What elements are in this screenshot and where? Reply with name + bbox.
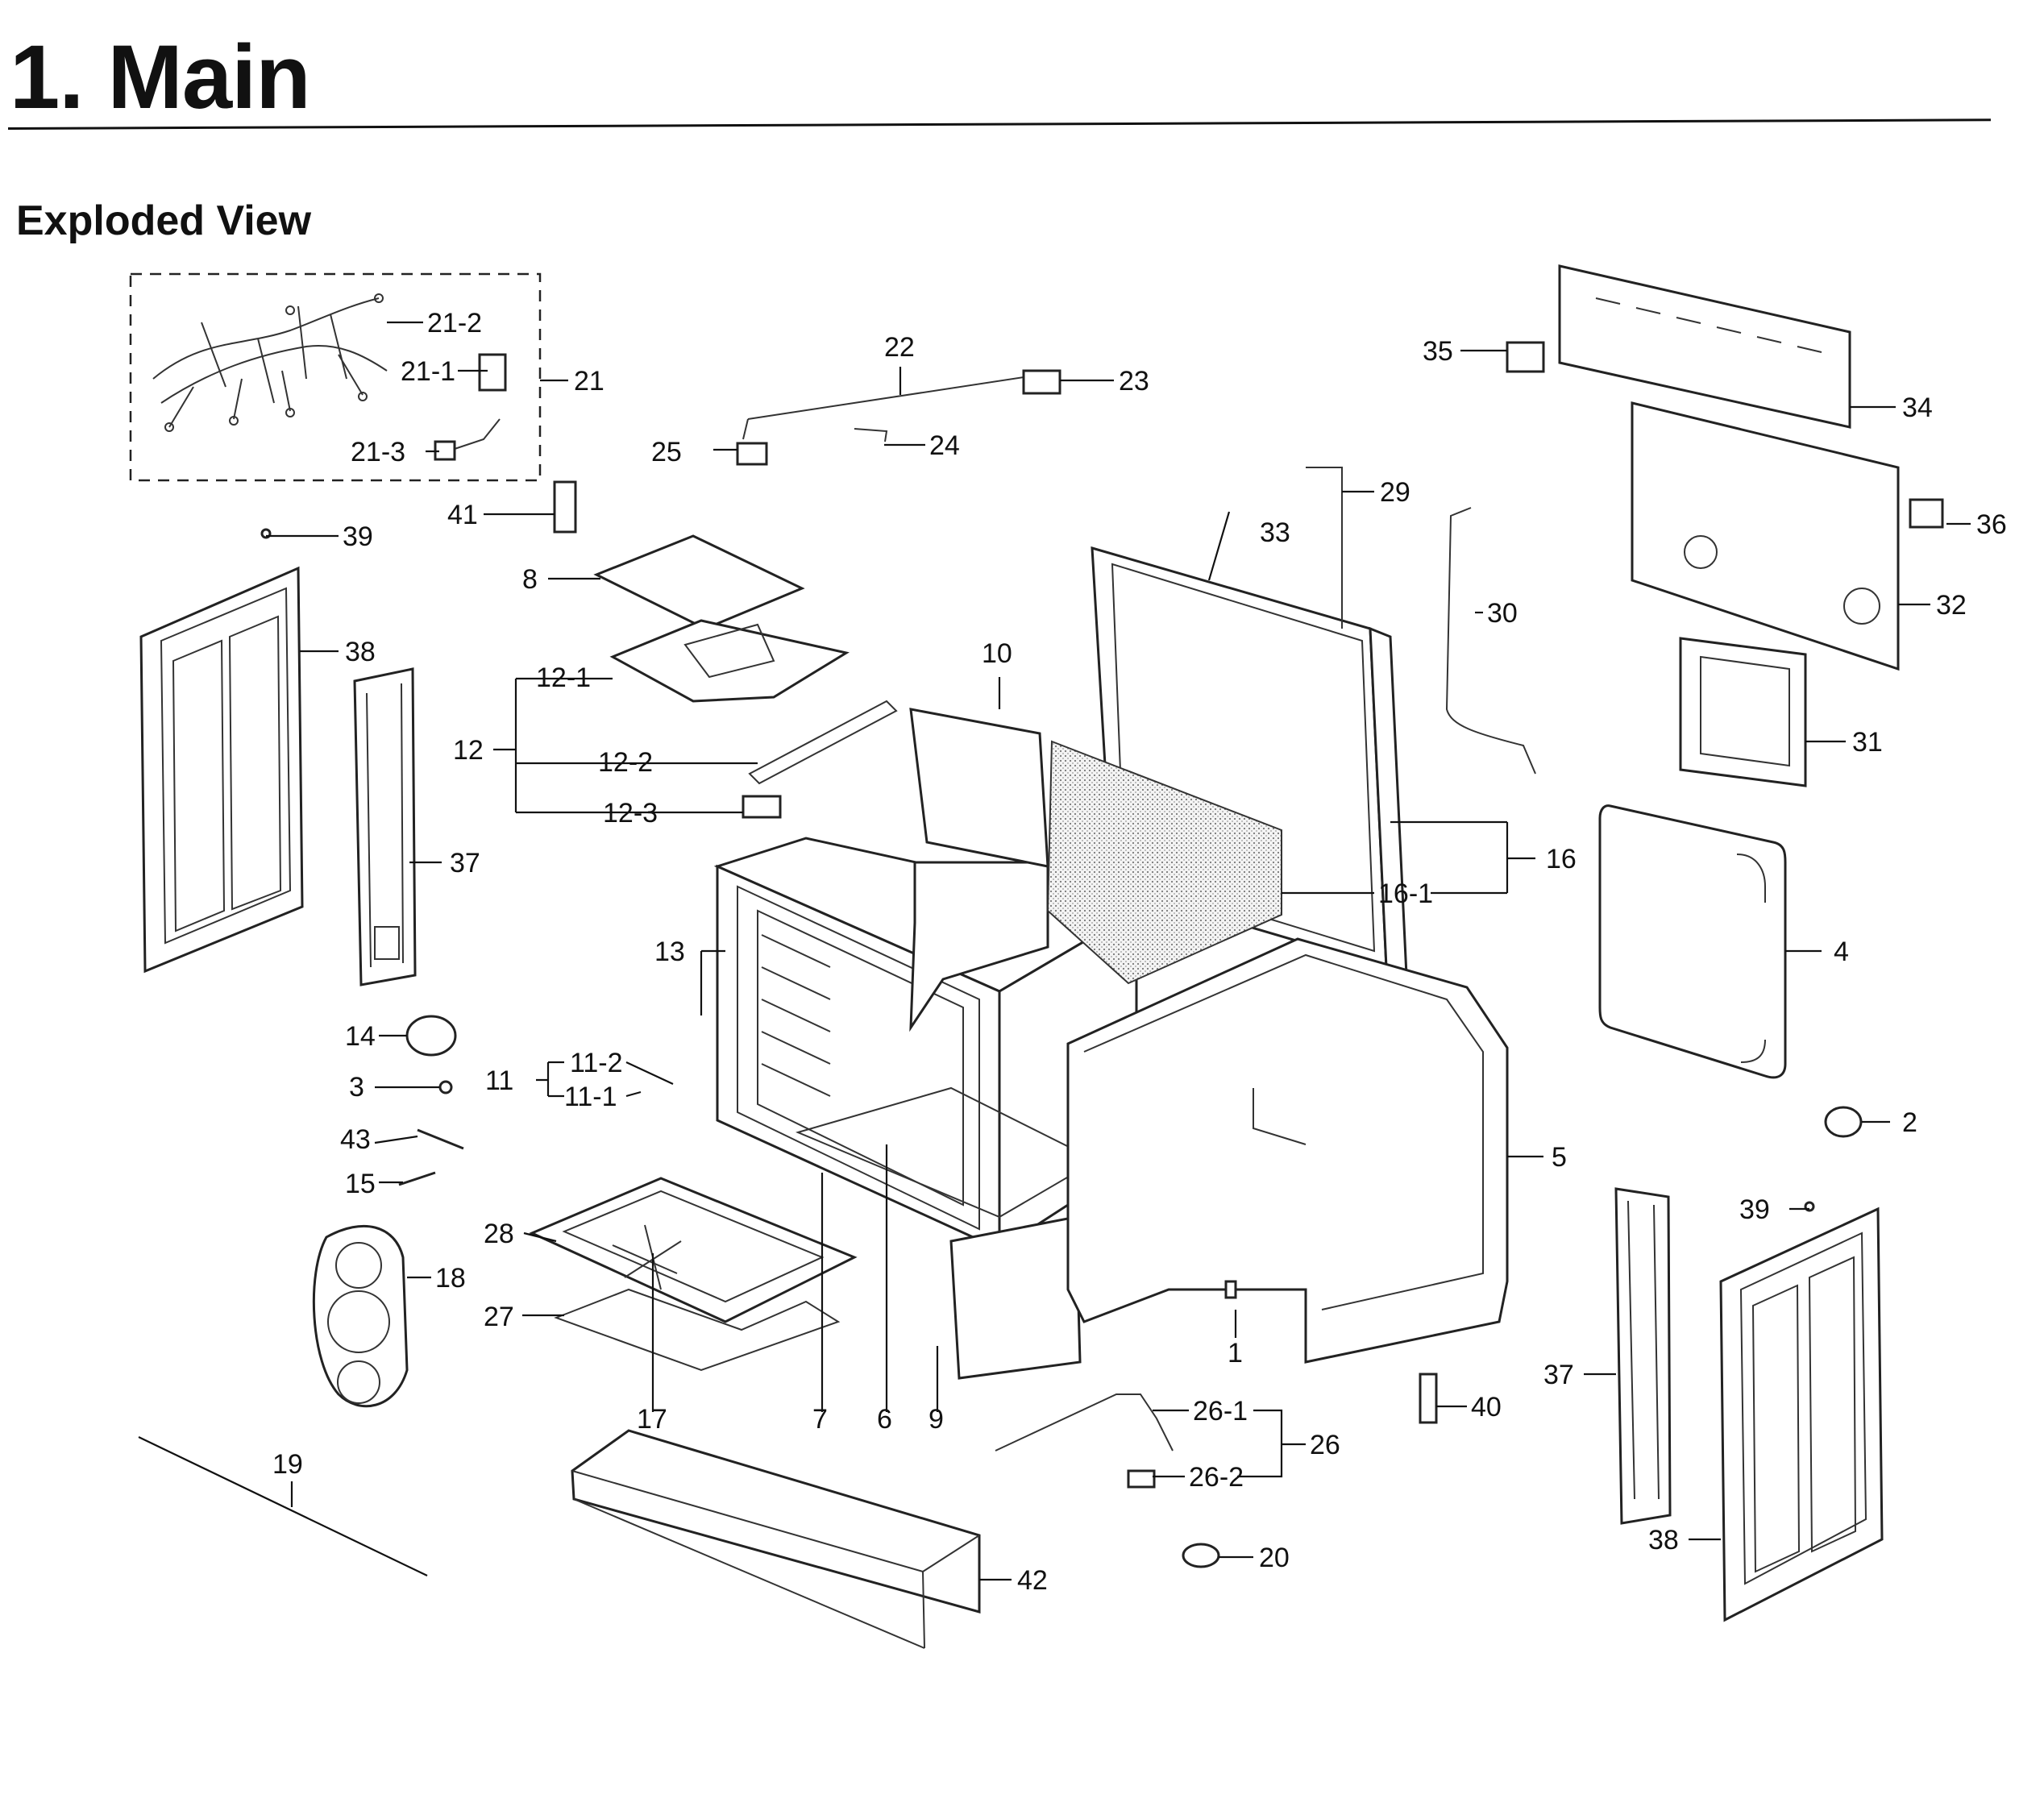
clip-part [1182,1543,1220,1568]
callout-29: 29 [1380,477,1410,508]
screw-part [438,1080,453,1094]
callout-7: 7 [812,1404,828,1435]
callout-4: 4 [1834,937,1849,967]
bottom-tray-part [529,1177,858,1372]
probe-part [417,1128,464,1150]
electronic-box-part [1679,637,1807,787]
callout-20: 20 [1259,1543,1290,1573]
callout-12-2: 12-2 [598,747,653,778]
callout-26: 26 [1310,1430,1340,1460]
callout-21-1: 21-1 [401,356,455,387]
callout-12-3: 12-3 [603,798,658,829]
back-wall-part [1046,546,1408,985]
floor-line [138,1436,428,1576]
knob-part [405,1015,457,1057]
callout-3: 3 [349,1072,364,1103]
callout-24: 24 [929,430,960,461]
bolt-part [1224,1280,1237,1299]
callout-22: 22 [884,332,915,363]
callout-12: 12 [453,735,484,766]
rear-panel-part [1506,264,1851,429]
callout-36: 36 [1976,509,2007,540]
callout-38-right: 38 [1648,1525,1679,1555]
page-title: 1. Main [10,27,311,127]
igniter-assembly-part [995,1393,1174,1489]
callout-39-right: 39 [1739,1194,1770,1225]
callout-31: 31 [1852,727,1883,758]
callout-11-1: 11-1 [564,1082,617,1112]
callout-37-right: 37 [1543,1360,1574,1390]
callout-33: 33 [1260,517,1290,548]
burner-rod-part [736,369,1061,466]
callout-16-1: 16-1 [1378,878,1433,909]
callout-1: 1 [1228,1338,1243,1369]
section-subtitle: Exploded View [16,197,312,244]
callout-26-2: 26-2 [1189,1462,1244,1493]
callout-42: 42 [1017,1565,1048,1596]
callout-16: 16 [1546,844,1577,874]
fan-cover-part [312,1224,409,1408]
leader-lines [266,321,1971,1581]
callout-8: 8 [522,564,538,595]
vent-duct-part [609,619,898,819]
bracket-part [553,480,577,534]
callout-14: 14 [345,1021,376,1052]
callout-6: 6 [877,1404,892,1435]
outer-cabinet-part [1066,937,1509,1364]
callout-39: 39 [343,521,373,552]
top-plate-part [593,534,805,630]
callout-11-2: 11-2 [570,1048,623,1078]
callout-19: 19 [272,1449,303,1480]
callout-2: 2 [1902,1107,1917,1138]
callout-43: 43 [340,1124,371,1155]
callout-40: 40 [1471,1392,1502,1423]
callout-9: 9 [929,1404,944,1435]
callout-27: 27 [484,1302,514,1332]
gas-tube-part [1306,467,1343,629]
callout-21-3: 21-3 [351,437,405,467]
callout-10: 10 [982,638,1012,669]
rear-cover-part [1598,804,1787,1079]
sensor-part [398,1171,436,1186]
leveling-leg-part [1824,1106,1863,1138]
callout-34: 34 [1902,392,1933,423]
gas-line-part [1445,507,1536,775]
callout-41: 41 [447,500,478,530]
wire-harness-part [129,272,542,482]
callout-23: 23 [1119,366,1149,397]
callout-21: 21 [574,366,604,397]
callout-28: 28 [484,1219,514,1249]
control-panel-back-part [1631,401,1944,671]
callout-17: 17 [637,1404,667,1435]
callout-35: 35 [1423,336,1453,367]
callout-32: 32 [1936,590,1967,621]
drawer-front-part [571,1429,981,1649]
callout-11: 11 [485,1065,513,1096]
callout-15: 15 [345,1169,376,1199]
callout-12-1: 12-1 [536,662,591,693]
callout-18: 18 [435,1263,466,1294]
callout-37: 37 [450,848,480,878]
callout-5: 5 [1552,1142,1567,1173]
callout-30: 30 [1487,598,1518,629]
callout-26-1: 26-1 [1193,1396,1248,1427]
callout-21-2: 21-2 [427,308,482,338]
left-side-panel-part [139,566,304,974]
callout-25: 25 [651,437,682,467]
right-side-panel-part [1719,1207,1884,1622]
callout-labels: 21-2 21-1 21 21-3 22 23 24 25 41 39 8 38… [272,308,2007,1596]
left-trim-rail-part [353,667,417,986]
callout-13: 13 [654,937,685,967]
callout-38: 38 [345,637,376,667]
right-trim-rail-part [1614,1187,1672,1525]
hinge-bracket-part [1419,1373,1438,1424]
